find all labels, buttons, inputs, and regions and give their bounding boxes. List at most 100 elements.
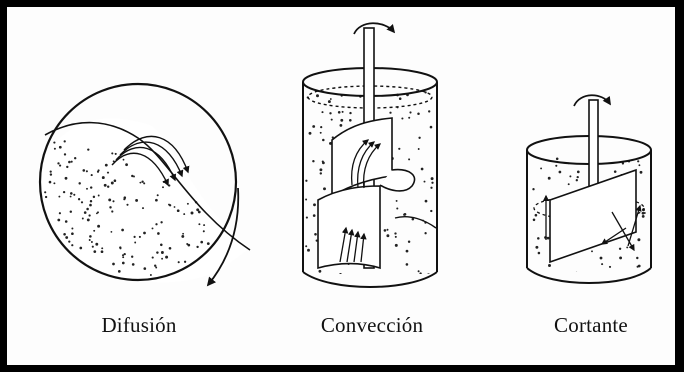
particle-dot <box>559 171 562 174</box>
particle-dot <box>395 236 397 238</box>
particle-dot <box>408 241 410 243</box>
particle-dot <box>424 181 426 183</box>
particle-dot <box>319 168 322 171</box>
particle-dot <box>196 246 198 248</box>
particle-dot <box>86 170 88 172</box>
particle-dot <box>591 250 593 252</box>
particle-dot <box>82 218 84 220</box>
particle-dot <box>339 273 342 276</box>
particle-dot <box>318 270 321 273</box>
particle-dot <box>601 263 603 265</box>
particle-dot <box>155 223 157 225</box>
particle-dot <box>70 196 72 198</box>
particle-dot <box>532 188 534 190</box>
particle-dot <box>421 168 424 171</box>
particle-dot <box>320 132 322 134</box>
particle-dot <box>71 232 74 235</box>
particle-dot <box>133 176 135 178</box>
particle-dot <box>349 112 351 114</box>
particle-dot <box>187 203 189 205</box>
particle-dot <box>152 227 154 229</box>
particle-dot <box>68 161 71 164</box>
particle-dot <box>87 218 90 221</box>
particle-dot <box>71 244 73 246</box>
particle-dot <box>143 182 145 184</box>
particle-dot <box>533 219 536 222</box>
particle-dot <box>178 261 180 263</box>
particle-dot <box>305 245 307 247</box>
particle-dot <box>328 100 331 103</box>
particle-dot <box>71 161 73 163</box>
particle-dot <box>101 250 104 253</box>
particle-dot <box>143 232 146 235</box>
particle-dot <box>58 196 60 198</box>
particle-dot <box>107 186 109 188</box>
particle-dot <box>132 263 135 266</box>
particle-dot <box>119 246 121 248</box>
particle-dot <box>322 161 324 163</box>
particle-dot <box>555 165 557 167</box>
particle-dot <box>535 214 538 217</box>
particle-dot <box>577 176 579 178</box>
particle-dot <box>349 119 352 122</box>
particle-dot <box>111 182 114 185</box>
particle-dot <box>70 210 72 212</box>
particle-dot <box>331 119 333 121</box>
particle-dot <box>321 111 323 113</box>
particle-dot <box>111 210 113 212</box>
particle-dot <box>161 258 163 260</box>
particle-dot <box>114 179 117 182</box>
particle-dot <box>312 160 314 162</box>
particle-dot <box>609 266 611 268</box>
particle-dot <box>59 146 62 149</box>
particle-dot <box>203 224 205 226</box>
particle-dot <box>174 206 176 208</box>
particle-dot <box>431 177 434 180</box>
particle-dot <box>160 244 163 247</box>
particle-dot <box>135 199 138 202</box>
particle-dot <box>152 257 154 259</box>
particle-dot <box>88 214 90 216</box>
particle-dot <box>93 230 95 232</box>
particle-dot <box>45 196 47 198</box>
particle-dot <box>126 204 128 206</box>
particle-dot <box>95 243 98 246</box>
particle-dot <box>425 200 428 203</box>
particle-dot <box>637 238 640 241</box>
particle-dot <box>305 199 307 201</box>
particle-dot <box>134 236 136 238</box>
particle-dot <box>54 148 56 150</box>
particle-dot <box>125 163 128 166</box>
particle-dot <box>82 169 85 172</box>
particle-dot <box>619 256 622 259</box>
particle-dot <box>548 264 551 267</box>
particle-dot <box>431 182 433 184</box>
particle-dot <box>64 153 66 155</box>
particle-dot <box>109 206 111 208</box>
particle-dot <box>386 234 389 237</box>
particle-dot <box>142 207 144 209</box>
particle-dot <box>122 262 125 265</box>
particle-dot <box>124 196 127 199</box>
particle-dot <box>57 219 60 222</box>
particle-dot <box>408 158 410 160</box>
particle-dot <box>396 200 398 202</box>
particle-dot <box>338 111 341 114</box>
particle-dot <box>49 181 52 184</box>
particle-dot <box>169 247 172 250</box>
particle-dot <box>90 186 92 188</box>
particle-dot <box>112 263 115 266</box>
particle-dot <box>306 217 308 219</box>
particle-dot <box>417 112 420 115</box>
particle-dot <box>131 256 133 258</box>
particle-dot <box>89 204 92 207</box>
particle-dot <box>59 212 61 214</box>
particle-dot <box>394 232 396 234</box>
particle-dot <box>97 171 99 173</box>
particle-dot <box>396 207 398 209</box>
particle-dot <box>74 157 76 159</box>
particle-dot <box>79 247 82 250</box>
particle-dot <box>637 160 639 162</box>
caption-cortante: Cortante <box>554 313 628 338</box>
particle-dot <box>419 272 421 274</box>
